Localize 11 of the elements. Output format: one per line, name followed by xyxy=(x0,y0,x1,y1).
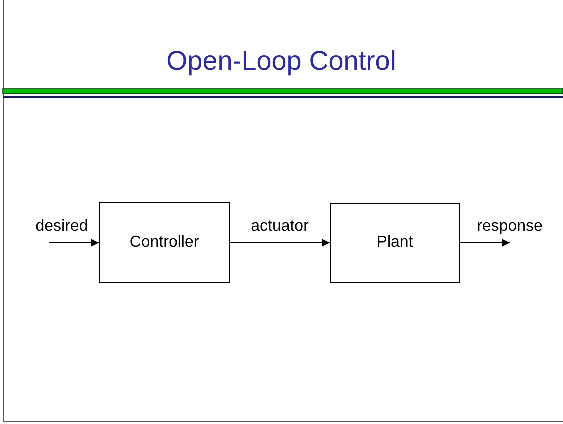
process-box xyxy=(99,202,230,283)
arrow xyxy=(460,239,510,247)
edge-label: actuator xyxy=(251,218,309,236)
edge-label: response xyxy=(477,218,543,236)
box-label: Plant xyxy=(376,234,414,252)
slide-title: Open-Loop Control xyxy=(166,46,398,77)
box-label: Controller xyxy=(130,234,200,252)
arrow xyxy=(230,239,330,247)
process-box xyxy=(330,203,460,283)
edge-label: desired xyxy=(36,218,88,236)
arrow xyxy=(48,239,100,247)
